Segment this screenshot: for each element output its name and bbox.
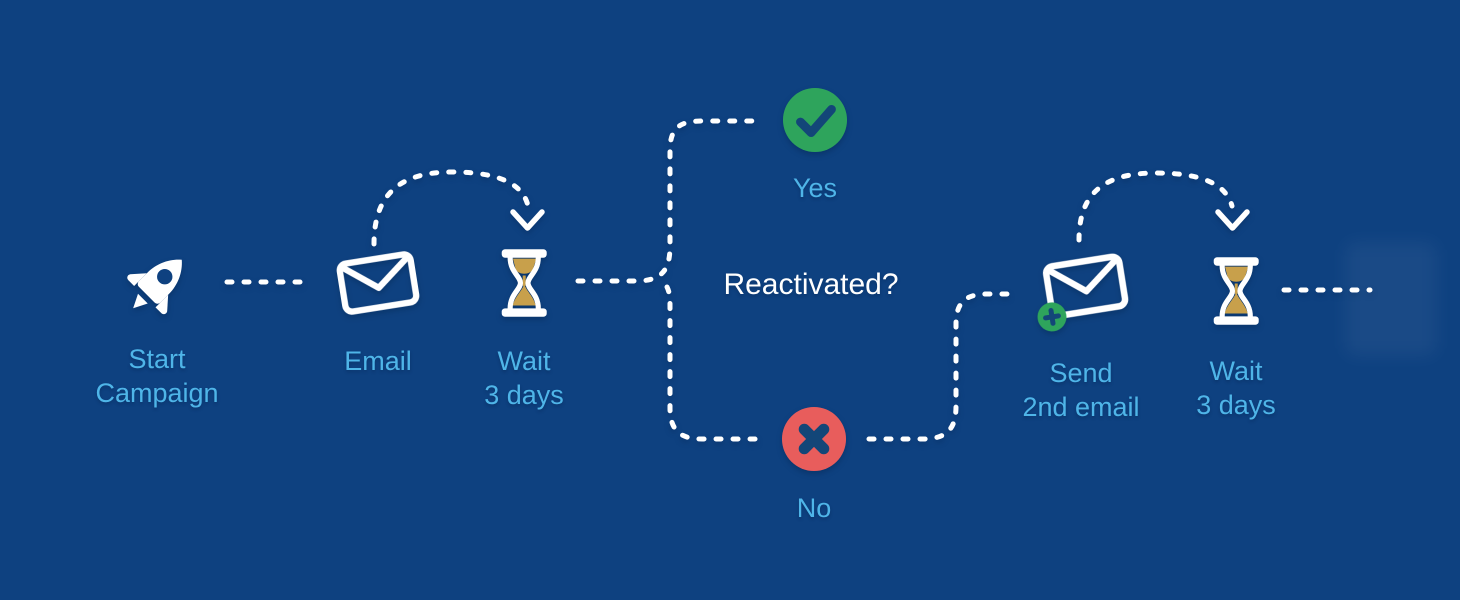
hourglass-icon [1213,257,1259,325]
node-send-2nd-email: Send 2nd email [1022,253,1140,424]
node-label: Yes [792,173,838,203]
node-wait-1: Wait 3 days [484,244,564,412]
node-label: No [796,493,832,523]
connector-no-to-send [866,291,1010,442]
node-label: Send [1049,358,1113,388]
connector-arc-send-to-wait [1076,170,1235,243]
node-decision-no: No [781,406,847,525]
node-label: Wait [1209,356,1263,386]
x-circle-icon [781,406,847,472]
background-glow [1345,242,1437,356]
connector-arc-email-to-wait [371,169,531,247]
node-label: 3 days [1196,390,1276,420]
node-label: Email [344,346,412,376]
node-label: 3 days [484,380,564,410]
node-label: 2nd email [1022,392,1140,422]
arrow-down-icon [510,209,545,231]
hourglass-icon [501,249,547,317]
node-start-campaign: Start Campaign [95,240,219,410]
rocket-icon [126,259,182,315]
envelope-plus-icon [1037,253,1128,332]
node-decision-yes: Yes [782,87,848,205]
node-wait-2: Wait 3 days [1196,252,1276,422]
envelope-icon [336,251,420,315]
check-circle-icon [782,87,848,153]
arrow-down-icon [1215,209,1250,231]
node-label: Campaign [95,378,219,408]
connector-branch-to-no [664,284,760,442]
node-email: Email [336,251,420,378]
connector-wait-to-yes [575,118,763,284]
decision-question: Reactivated? [723,268,899,301]
node-label: Wait [497,346,551,376]
node-label: Start [128,344,186,374]
